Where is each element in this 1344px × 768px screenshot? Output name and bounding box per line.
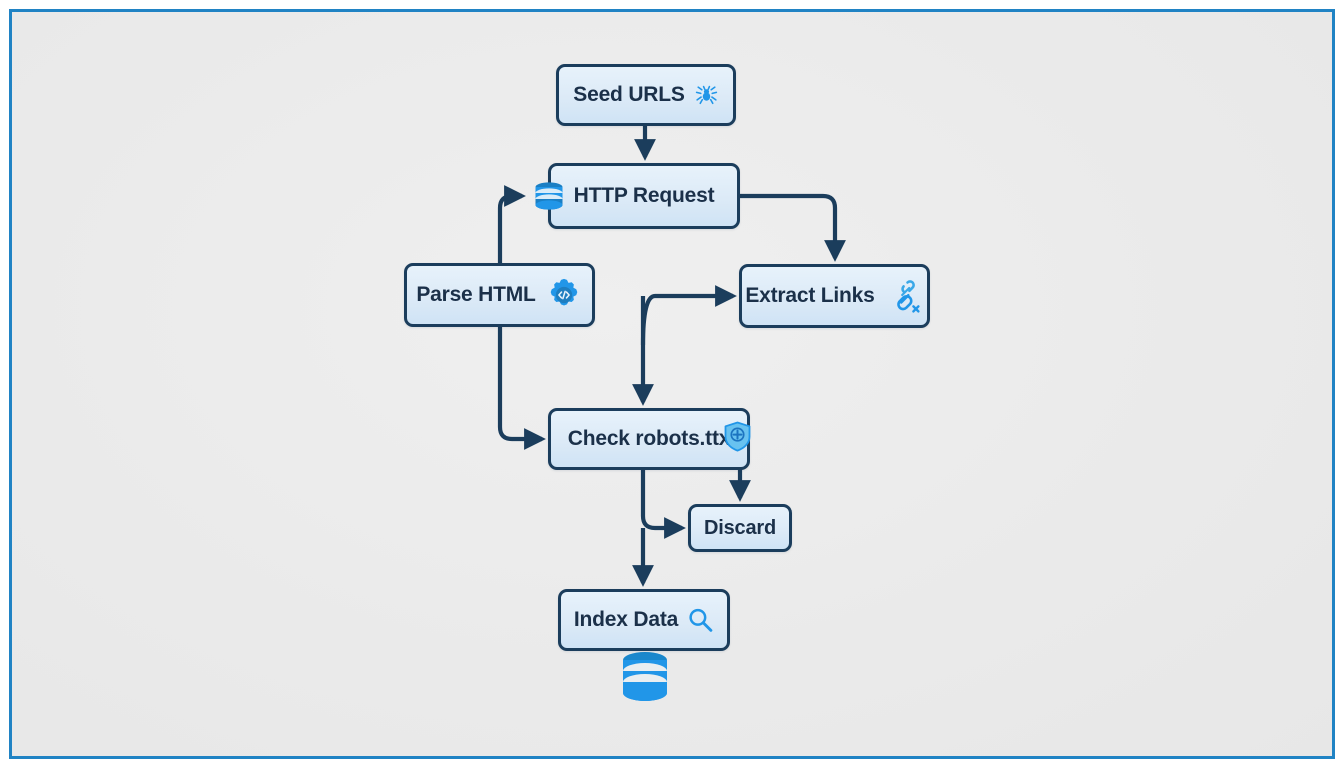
- node-label: Parse HTML: [416, 283, 536, 306]
- node-label: Check robots.ttx: [567, 427, 731, 450]
- node-label: Extract Links: [745, 284, 875, 307]
- gear-code-icon: [545, 276, 583, 314]
- node-parse-html[interactable]: Parse HTML: [404, 263, 595, 327]
- node-check-robots[interactable]: Check robots.ttx: [548, 408, 750, 470]
- node-label: Seed URLS: [573, 83, 685, 106]
- broken-link-icon: [884, 276, 924, 316]
- search-icon: [687, 607, 714, 634]
- node-index-data[interactable]: Index Data: [558, 589, 730, 651]
- node-discard[interactable]: Discard: [688, 504, 792, 552]
- node-label: Discard: [704, 516, 776, 539]
- node-http-request[interactable]: HTTP Request: [548, 163, 740, 229]
- node-extract-links[interactable]: Extract Links: [739, 264, 930, 328]
- node-label: Index Data: [573, 608, 679, 631]
- spider-icon: [694, 83, 719, 108]
- node-label: HTTP Request: [573, 184, 715, 207]
- node-seed-urls[interactable]: Seed URLS: [556, 64, 736, 126]
